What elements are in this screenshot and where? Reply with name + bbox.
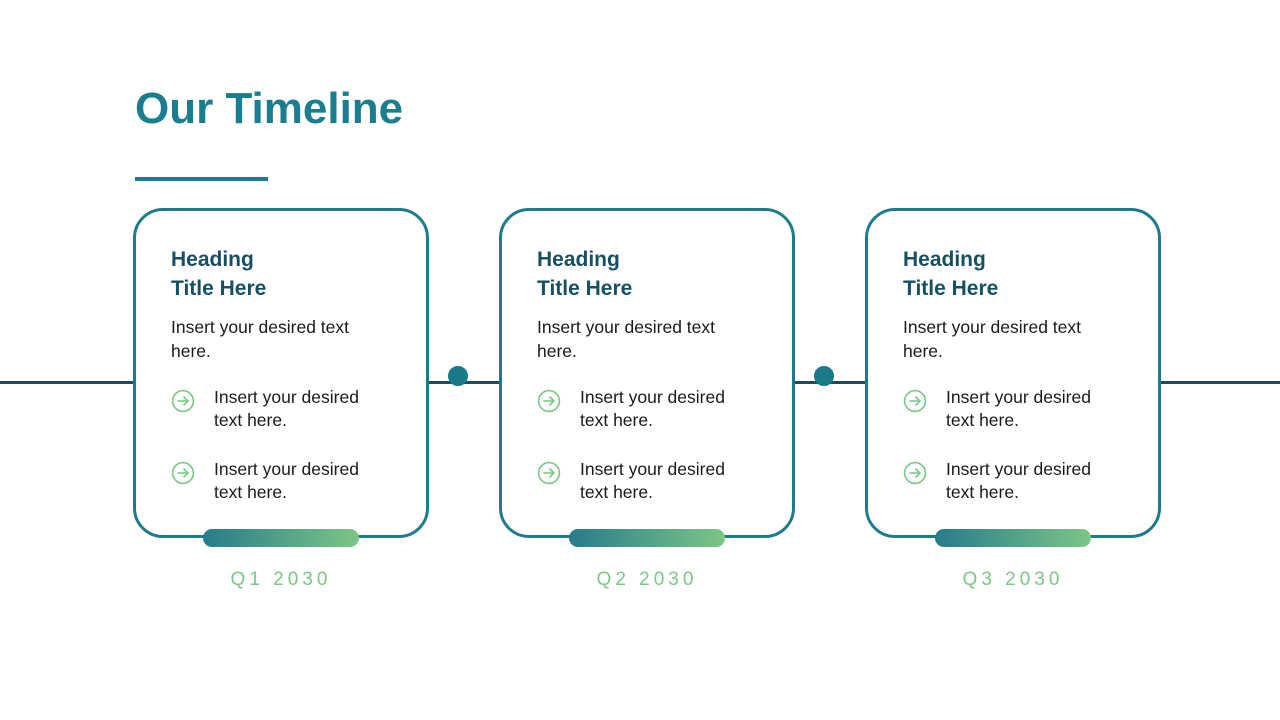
card-description: Insert your desired text here. bbox=[903, 317, 1081, 361]
card-heading-line2: Title Here bbox=[903, 277, 999, 300]
timeline-date-label: Q3 2030 bbox=[962, 569, 1064, 590]
timeline-card-q3: Heading Title Here Insert your desired t… bbox=[865, 208, 1161, 590]
arrow-right-circle-icon bbox=[171, 389, 195, 413]
gradient-progress-pill bbox=[203, 529, 359, 547]
list-item: Insert your desired text here. bbox=[171, 386, 398, 432]
gradient-progress-pill bbox=[569, 529, 725, 547]
card-heading-line1: Heading bbox=[171, 248, 254, 271]
card-heading: Heading Title Here bbox=[903, 245, 1130, 303]
list-item: Insert your desired text here. bbox=[537, 458, 764, 504]
arrow-right-circle-icon bbox=[537, 461, 561, 485]
arrow-right-circle-icon bbox=[537, 389, 561, 413]
timeline-card-q1: Heading Title Here Insert your desired t… bbox=[133, 208, 429, 590]
card-heading: Heading Title Here bbox=[537, 245, 764, 303]
timeline-date-label: Q1 2030 bbox=[230, 569, 332, 590]
arrow-right-circle-icon bbox=[903, 461, 927, 485]
card-heading-line2: Title Here bbox=[171, 277, 267, 300]
arrow-right-circle-icon bbox=[171, 461, 195, 485]
list-item: Insert your desired text here. bbox=[903, 458, 1130, 504]
list-item-text: Insert your desired text here. bbox=[214, 387, 359, 430]
list-item-text: Insert your desired text here. bbox=[580, 459, 725, 502]
gradient-progress-pill bbox=[935, 529, 1091, 547]
list-item: Insert your desired text here. bbox=[537, 386, 764, 432]
title-underline bbox=[135, 177, 268, 181]
timeline-node-icon bbox=[448, 366, 468, 386]
card-heading-line1: Heading bbox=[903, 248, 986, 271]
card-description: Insert your desired text here. bbox=[537, 317, 715, 361]
card-heading-line1: Heading bbox=[537, 248, 620, 271]
list-item-text: Insert your desired text here. bbox=[580, 387, 725, 430]
list-item: Insert your desired text here. bbox=[171, 458, 398, 504]
page-title: Our Timeline bbox=[135, 84, 404, 133]
timeline-date-label: Q2 2030 bbox=[596, 569, 698, 590]
list-item-text: Insert your desired text here. bbox=[946, 459, 1091, 502]
card-heading-line2: Title Here bbox=[537, 277, 633, 300]
list-item-text: Insert your desired text here. bbox=[214, 459, 359, 502]
timeline-card-q2: Heading Title Here Insert your desired t… bbox=[499, 208, 795, 590]
timeline-node-icon bbox=[814, 366, 834, 386]
arrow-right-circle-icon bbox=[903, 389, 927, 413]
list-item: Insert your desired text here. bbox=[903, 386, 1130, 432]
list-item-text: Insert your desired text here. bbox=[946, 387, 1091, 430]
card-heading: Heading Title Here bbox=[171, 245, 398, 303]
card-description: Insert your desired text here. bbox=[171, 317, 349, 361]
